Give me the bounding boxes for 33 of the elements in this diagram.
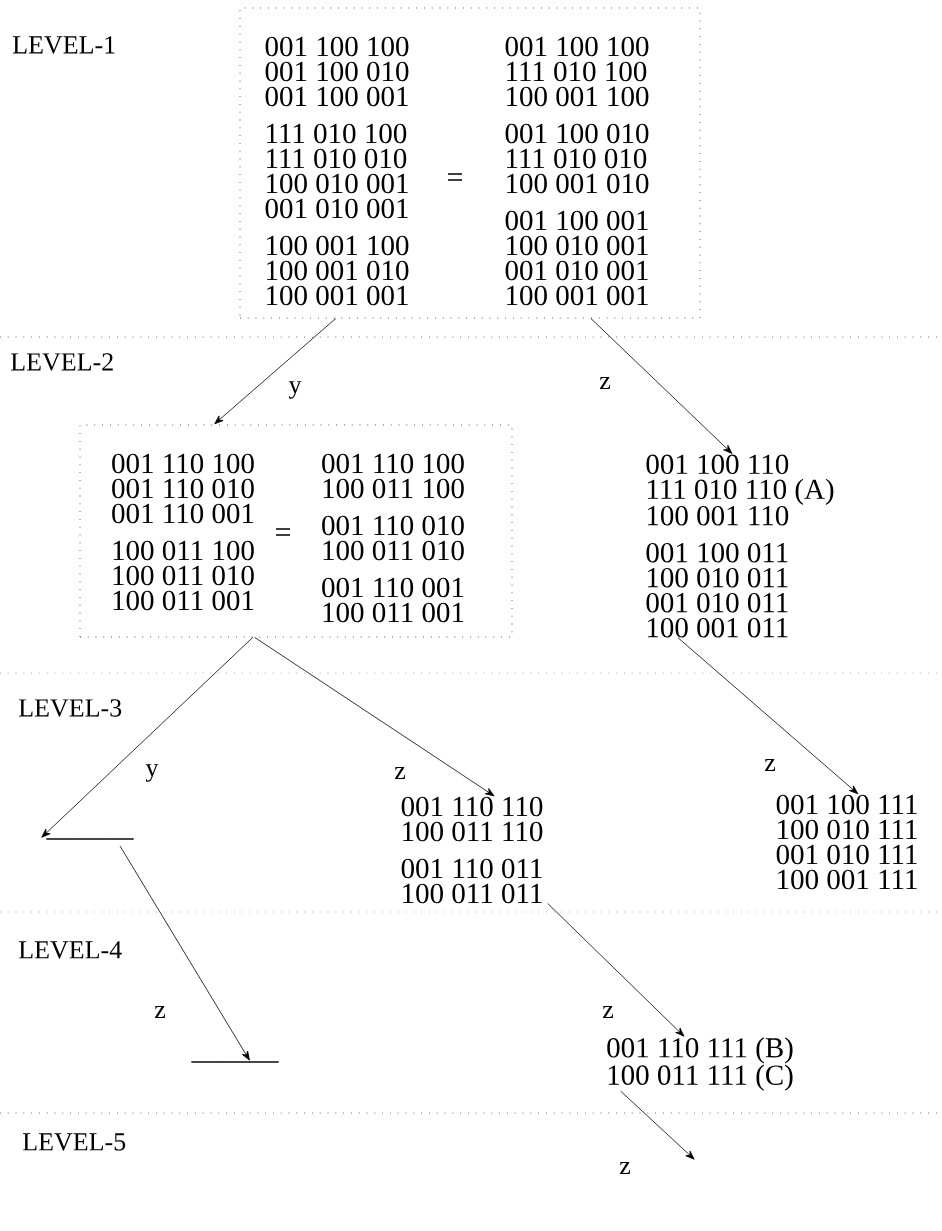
- edge-label: z: [393, 766, 407, 780]
- dash-text: ———: [191, 1061, 279, 1063]
- level-label: LEVEL-1: [12, 36, 115, 54]
- arrow: [547, 903, 685, 1037]
- edge-label: z: [153, 1005, 167, 1019]
- dash-text: ———: [46, 838, 134, 840]
- edge-label: y: [144, 763, 160, 783]
- equals-sign: =: [448, 173, 462, 181]
- arrow: [254, 637, 495, 797]
- edge-label: z: [598, 376, 612, 390]
- code-list: 001 100 100 001 100 010 001 100 001 111 010 100 111 010 010 100 010 001 001 010 001 100 001 100 100 001 010 100 001 001: [265, 36, 409, 306]
- level-label: LEVEL-2: [10, 353, 113, 371]
- arrow: [620, 1090, 695, 1160]
- edge-label: z: [618, 1161, 632, 1175]
- equals-sign: =: [276, 528, 290, 536]
- edge-label: z: [763, 758, 777, 772]
- code-list: 001 100 111 100 010 111 001 010 111 100 001 111: [776, 794, 917, 890]
- code-list: 001 110 100 100 011 100 001 110 010 100 011 010 001 110 001 100 011 001: [322, 453, 464, 623]
- level-label: LEVEL-3: [18, 699, 122, 717]
- arrow: [677, 637, 859, 795]
- code-list: 001 100 100 111 010 100 100 001 100 001 100 010 111 010 010 100 001 010 001 100 001 100 010 001 001 010 001 100 001 001: [505, 36, 649, 306]
- level-label: LEVEL-5: [22, 1133, 126, 1151]
- code-list: 001 100 110 111 010 110 (A) 100 001 110 001 100 011 100 010 011 001 010 011 100 001 011: [646, 454, 834, 638]
- code-list: 001 110 110 100 011 110 001 110 011 100 011 011: [401, 796, 543, 904]
- arrow: [41, 637, 254, 838]
- arrow: [590, 318, 733, 454]
- edge-label: z: [601, 1005, 615, 1019]
- edge-label: y: [287, 380, 303, 400]
- code-list: 001 110 111 (B) 100 011 111 (C): [607, 1037, 793, 1091]
- arrow: [119, 845, 250, 1061]
- level-label: LEVEL-4: [18, 941, 122, 959]
- code-list: 001 110 100 001 110 010 001 110 001 100 011 100 100 011 010 100 011 001: [112, 453, 254, 611]
- arrow: [214, 318, 337, 425]
